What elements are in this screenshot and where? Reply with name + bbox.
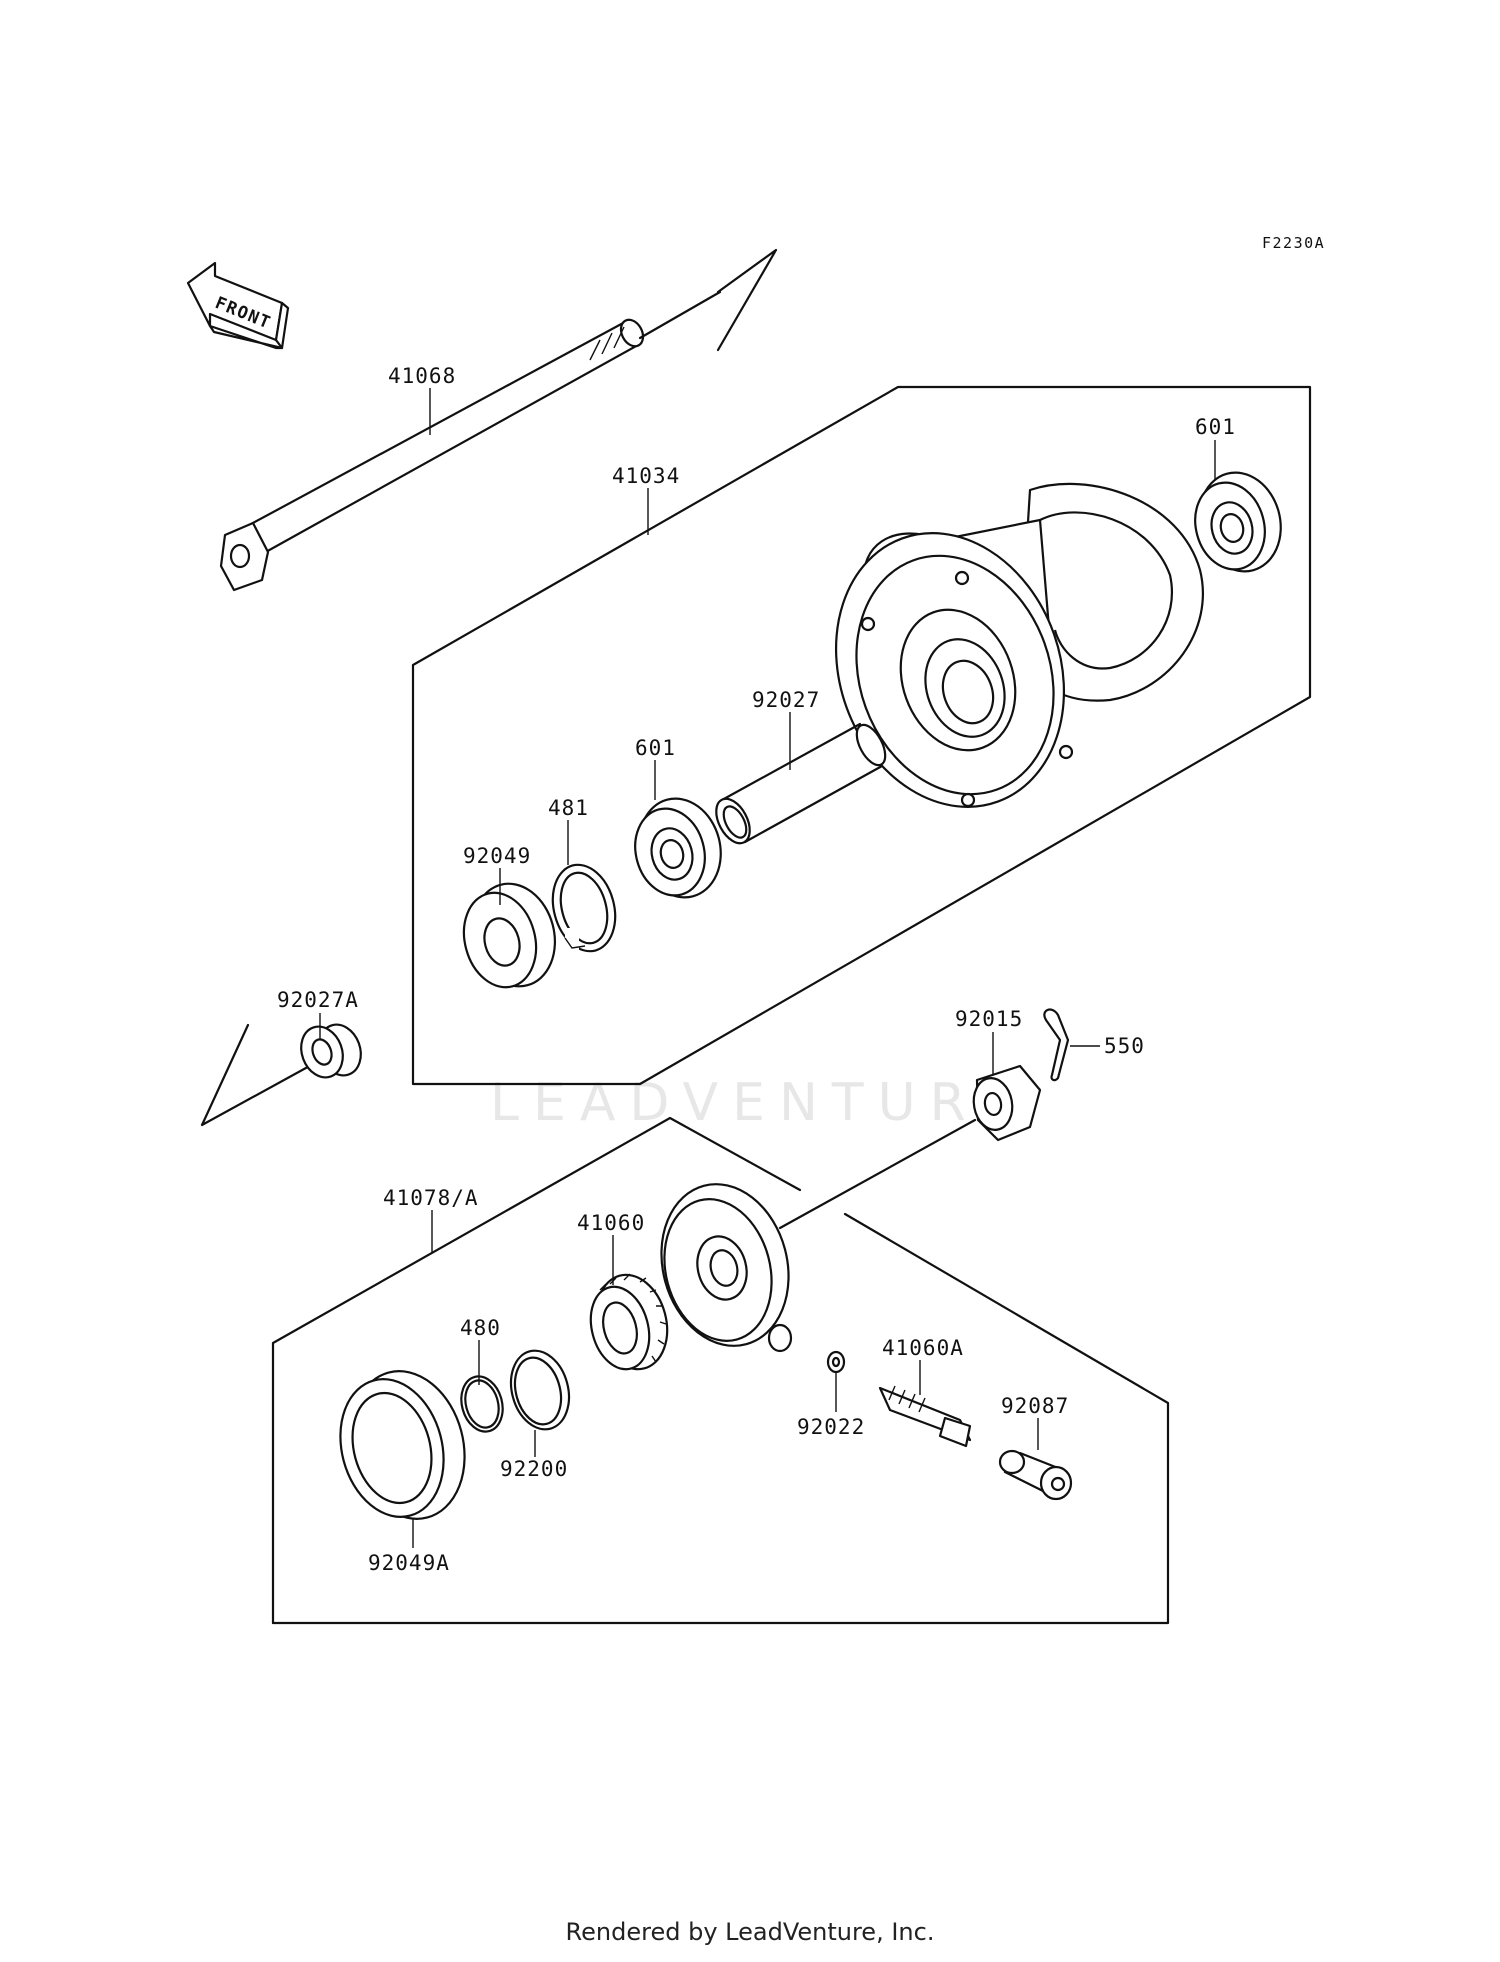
label-92022: 92022 xyxy=(797,1415,865,1439)
wheel-hub xyxy=(834,482,1205,808)
diagram-code: F2230A xyxy=(1262,234,1325,252)
circlip-481 xyxy=(551,863,617,953)
label-41078A: 41078/A xyxy=(383,1186,479,1210)
brake-assembly-box xyxy=(271,1116,802,1625)
brake-panel xyxy=(660,1118,977,1353)
label-41060: 41060 xyxy=(577,1211,645,1235)
footer-credit: Rendered by LeadVenture, Inc. xyxy=(565,1918,935,1946)
label-550: 550 xyxy=(1104,1034,1145,1058)
label-92027A: 92027A xyxy=(277,988,359,1012)
label-92200: 92200 xyxy=(500,1457,568,1481)
label-92049: 92049 xyxy=(463,844,531,868)
front-arrow-icon: FRONT xyxy=(186,261,290,350)
speedometer-pinion-41060A xyxy=(878,1385,972,1448)
label-601-right: 601 xyxy=(1195,415,1236,439)
watermark: LEADVENTURE xyxy=(490,1073,1027,1133)
nut-92015 xyxy=(972,1064,1042,1142)
bushing-92087 xyxy=(998,1449,1073,1501)
label-92087: 92087 xyxy=(1001,1394,1069,1418)
label-481: 481 xyxy=(548,796,589,820)
label-92015: 92015 xyxy=(955,1007,1023,1031)
label-41068: 41068 xyxy=(388,364,456,388)
collar-92027A xyxy=(200,1023,362,1127)
bearing-601-left xyxy=(634,797,722,899)
label-601-left: 601 xyxy=(635,736,676,760)
label-41034: 41034 xyxy=(612,464,680,488)
washer-92022 xyxy=(826,1350,846,1374)
cotter-pin-550 xyxy=(1043,1008,1070,1082)
leader-lines xyxy=(319,388,1216,1548)
label-480: 480 xyxy=(460,1316,501,1340)
axle-41068 xyxy=(219,248,778,592)
label-41060A: 41060A xyxy=(882,1336,964,1360)
speedometer-gear-41060 xyxy=(589,1273,669,1371)
label-92027: 92027 xyxy=(752,688,820,712)
hub-assembly-box xyxy=(411,385,1312,1086)
oil-seal-92049A xyxy=(339,1370,466,1520)
spacer-92027 xyxy=(715,722,887,845)
oil-seal-92049 xyxy=(462,882,557,989)
bearing-601-right xyxy=(1194,471,1282,573)
circlip-480 xyxy=(460,1375,504,1433)
ring-92200 xyxy=(509,1349,571,1431)
label-92049A: 92049A xyxy=(368,1551,450,1575)
